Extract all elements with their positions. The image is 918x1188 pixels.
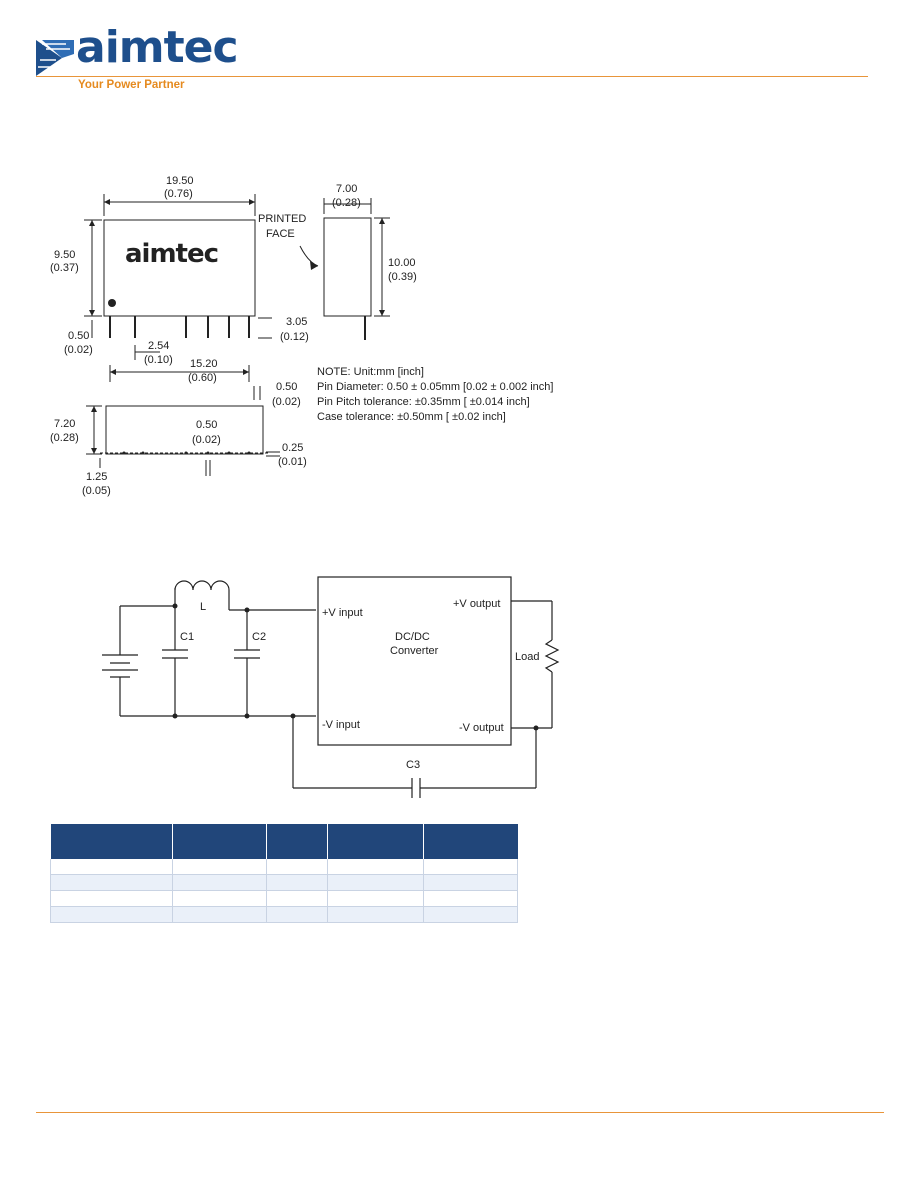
note-units: NOTE: Unit:mm [inch] <box>317 366 424 378</box>
table-header-cell <box>50 824 173 859</box>
c3-label: C3 <box>406 759 420 771</box>
pin-span-in: (0.60) <box>188 372 217 384</box>
bottom-height-mm: 7.20 <box>54 418 75 430</box>
width-mm: 7.00 <box>336 183 357 195</box>
bottom-height-in: (0.28) <box>50 432 79 444</box>
brand-name: aimtec <box>76 22 239 73</box>
body-logo: aimtec <box>125 239 218 269</box>
vin-pos-label: +V input <box>322 607 363 619</box>
table-cell <box>50 874 173 891</box>
c1-label: C1 <box>180 631 194 643</box>
table-row <box>50 906 518 923</box>
length-mm: 19.50 <box>166 175 194 187</box>
brand-tagline: Your Power Partner <box>78 79 185 91</box>
table-row <box>50 890 518 907</box>
load-label: Load <box>515 651 539 663</box>
aimtec-logo-icon <box>36 40 74 76</box>
edge-in: (0.05) <box>82 485 111 497</box>
spec-table <box>50 824 518 923</box>
pin-pitch-mm: 2.54 <box>148 340 169 352</box>
table-cell <box>327 906 425 923</box>
pin-width-mm: 0.50 <box>276 381 297 393</box>
edge-mm: 1.25 <box>86 471 107 483</box>
pin-span-mm: 15.20 <box>190 358 218 370</box>
vout-pos-label: +V output <box>453 598 500 610</box>
table-cell <box>423 906 518 923</box>
note-pin-pitch: Pin Pitch tolerance: ±0.35mm [ ±0.014 in… <box>317 396 530 408</box>
table-cell <box>50 906 173 923</box>
converter-label-line1: DC/DC <box>395 631 430 643</box>
table-cell <box>327 859 425 875</box>
printed-face-line2: FACE <box>266 228 295 240</box>
table-cell <box>266 890 328 907</box>
height-in: (0.37) <box>50 262 79 274</box>
table-cell <box>266 906 328 923</box>
side-height-in: (0.39) <box>388 271 417 283</box>
table-cell <box>423 890 518 907</box>
c2-label: C2 <box>252 631 266 643</box>
printed-face-line1: PRINTED <box>258 213 306 225</box>
table-header-cell <box>327 824 425 859</box>
table-header-cell <box>423 824 518 859</box>
pin-height-in: (0.12) <box>280 331 309 343</box>
table-cell <box>172 890 268 907</box>
note-case: Case tolerance: ±0.50mm [ ±0.02 inch] <box>317 411 506 423</box>
table-cell <box>266 859 328 875</box>
bottom-offset-in: (0.01) <box>278 456 307 468</box>
height-mm: 9.50 <box>54 249 75 261</box>
pin-pitch-in: (0.10) <box>144 354 173 366</box>
vout-neg-label: -V output <box>459 722 504 734</box>
converter-label-line2: Converter <box>390 645 439 657</box>
pin-len-mm: 0.50 <box>68 330 89 342</box>
table-header-cell <box>172 824 268 859</box>
table-cell <box>50 890 173 907</box>
bottom-pin-in: (0.02) <box>192 434 221 446</box>
mechanical-drawing: aimtec 19.50 (0.76) 9.50 (0.37) 0.50 (0.… <box>50 175 553 497</box>
table-cell <box>423 859 518 875</box>
table-cell <box>423 874 518 891</box>
pin-len-in: (0.02) <box>64 344 93 356</box>
vin-neg-label: -V input <box>322 719 360 731</box>
table-cell <box>327 874 425 891</box>
table-cell <box>266 874 328 891</box>
table-cell <box>50 859 173 875</box>
table-cell <box>327 890 425 907</box>
pin-height-mm: 3.05 <box>286 316 307 328</box>
footer-rule <box>36 1112 884 1113</box>
width-in: (0.28) <box>332 197 361 209</box>
table-row <box>50 874 518 891</box>
pin-width-in: (0.02) <box>272 396 301 408</box>
table-header-row <box>50 824 518 859</box>
note-pin-diameter: Pin Diameter: 0.50 ± 0.05mm [0.02 ± 0.00… <box>317 381 553 393</box>
circuit-diagram: L C1 C2 C3 +V input -V input +V output -… <box>102 576 560 798</box>
table-cell <box>172 859 268 875</box>
table-cell <box>172 874 268 891</box>
length-in: (0.76) <box>164 188 193 200</box>
bottom-pin-mm: 0.50 <box>196 419 217 431</box>
header-rule <box>36 76 868 77</box>
table-row <box>50 859 518 875</box>
side-height-mm: 10.00 <box>388 257 416 269</box>
table-header-cell <box>266 824 328 859</box>
inductor-label: L <box>200 601 206 613</box>
table-cell <box>172 906 268 923</box>
bottom-offset-mm: 0.25 <box>282 442 303 454</box>
